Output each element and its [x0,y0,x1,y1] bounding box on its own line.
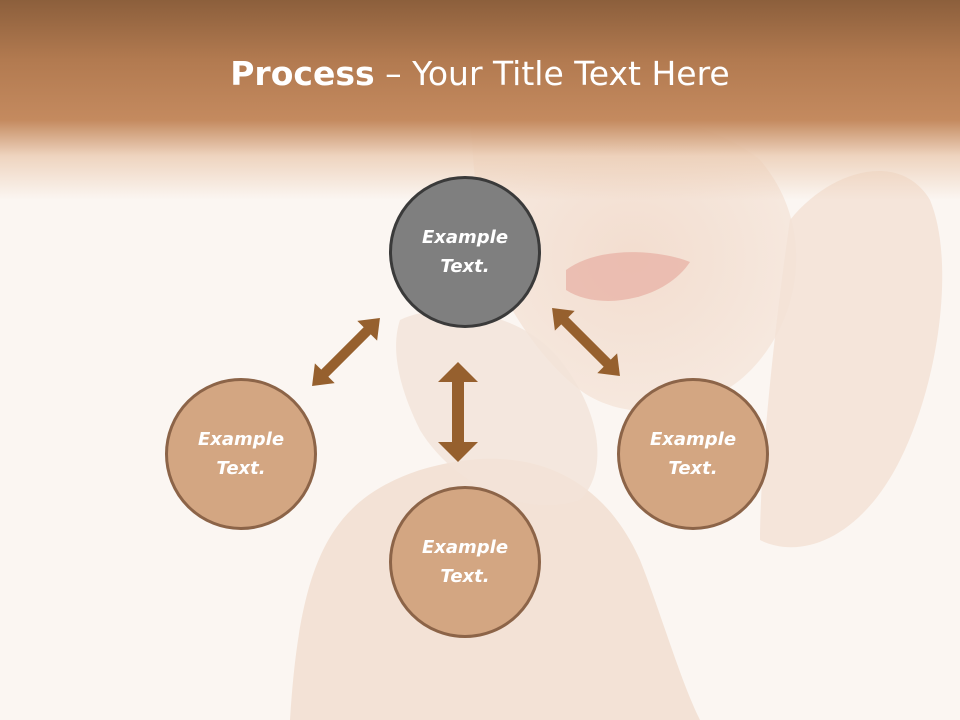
node-label-line2: Text. [216,458,266,479]
double-arrow-top-left [312,318,380,386]
process-node-top: Example Text. [389,176,541,328]
node-label-line2: Text. [440,566,490,587]
title-rest-part: – Your Title Text Here [374,54,730,93]
process-node-right: Example Text. [617,378,769,530]
node-label-line1: Example [197,429,285,450]
process-node-left: Example Text. [165,378,317,530]
node-label-line1: Example [421,537,509,558]
double-arrow-center-vertical [438,362,478,462]
node-label-line1: Example [421,227,509,248]
process-node-bottom: Example Text. [389,486,541,638]
node-label-line1: Example [649,429,737,450]
slide-title: Process – Your Title Text Here [0,52,960,96]
double-arrow-top-right [552,308,620,376]
title-bold-part: Process [230,54,375,93]
node-label-line2: Text. [668,458,718,479]
node-label-line2: Text. [440,256,490,277]
header-band [0,0,960,200]
